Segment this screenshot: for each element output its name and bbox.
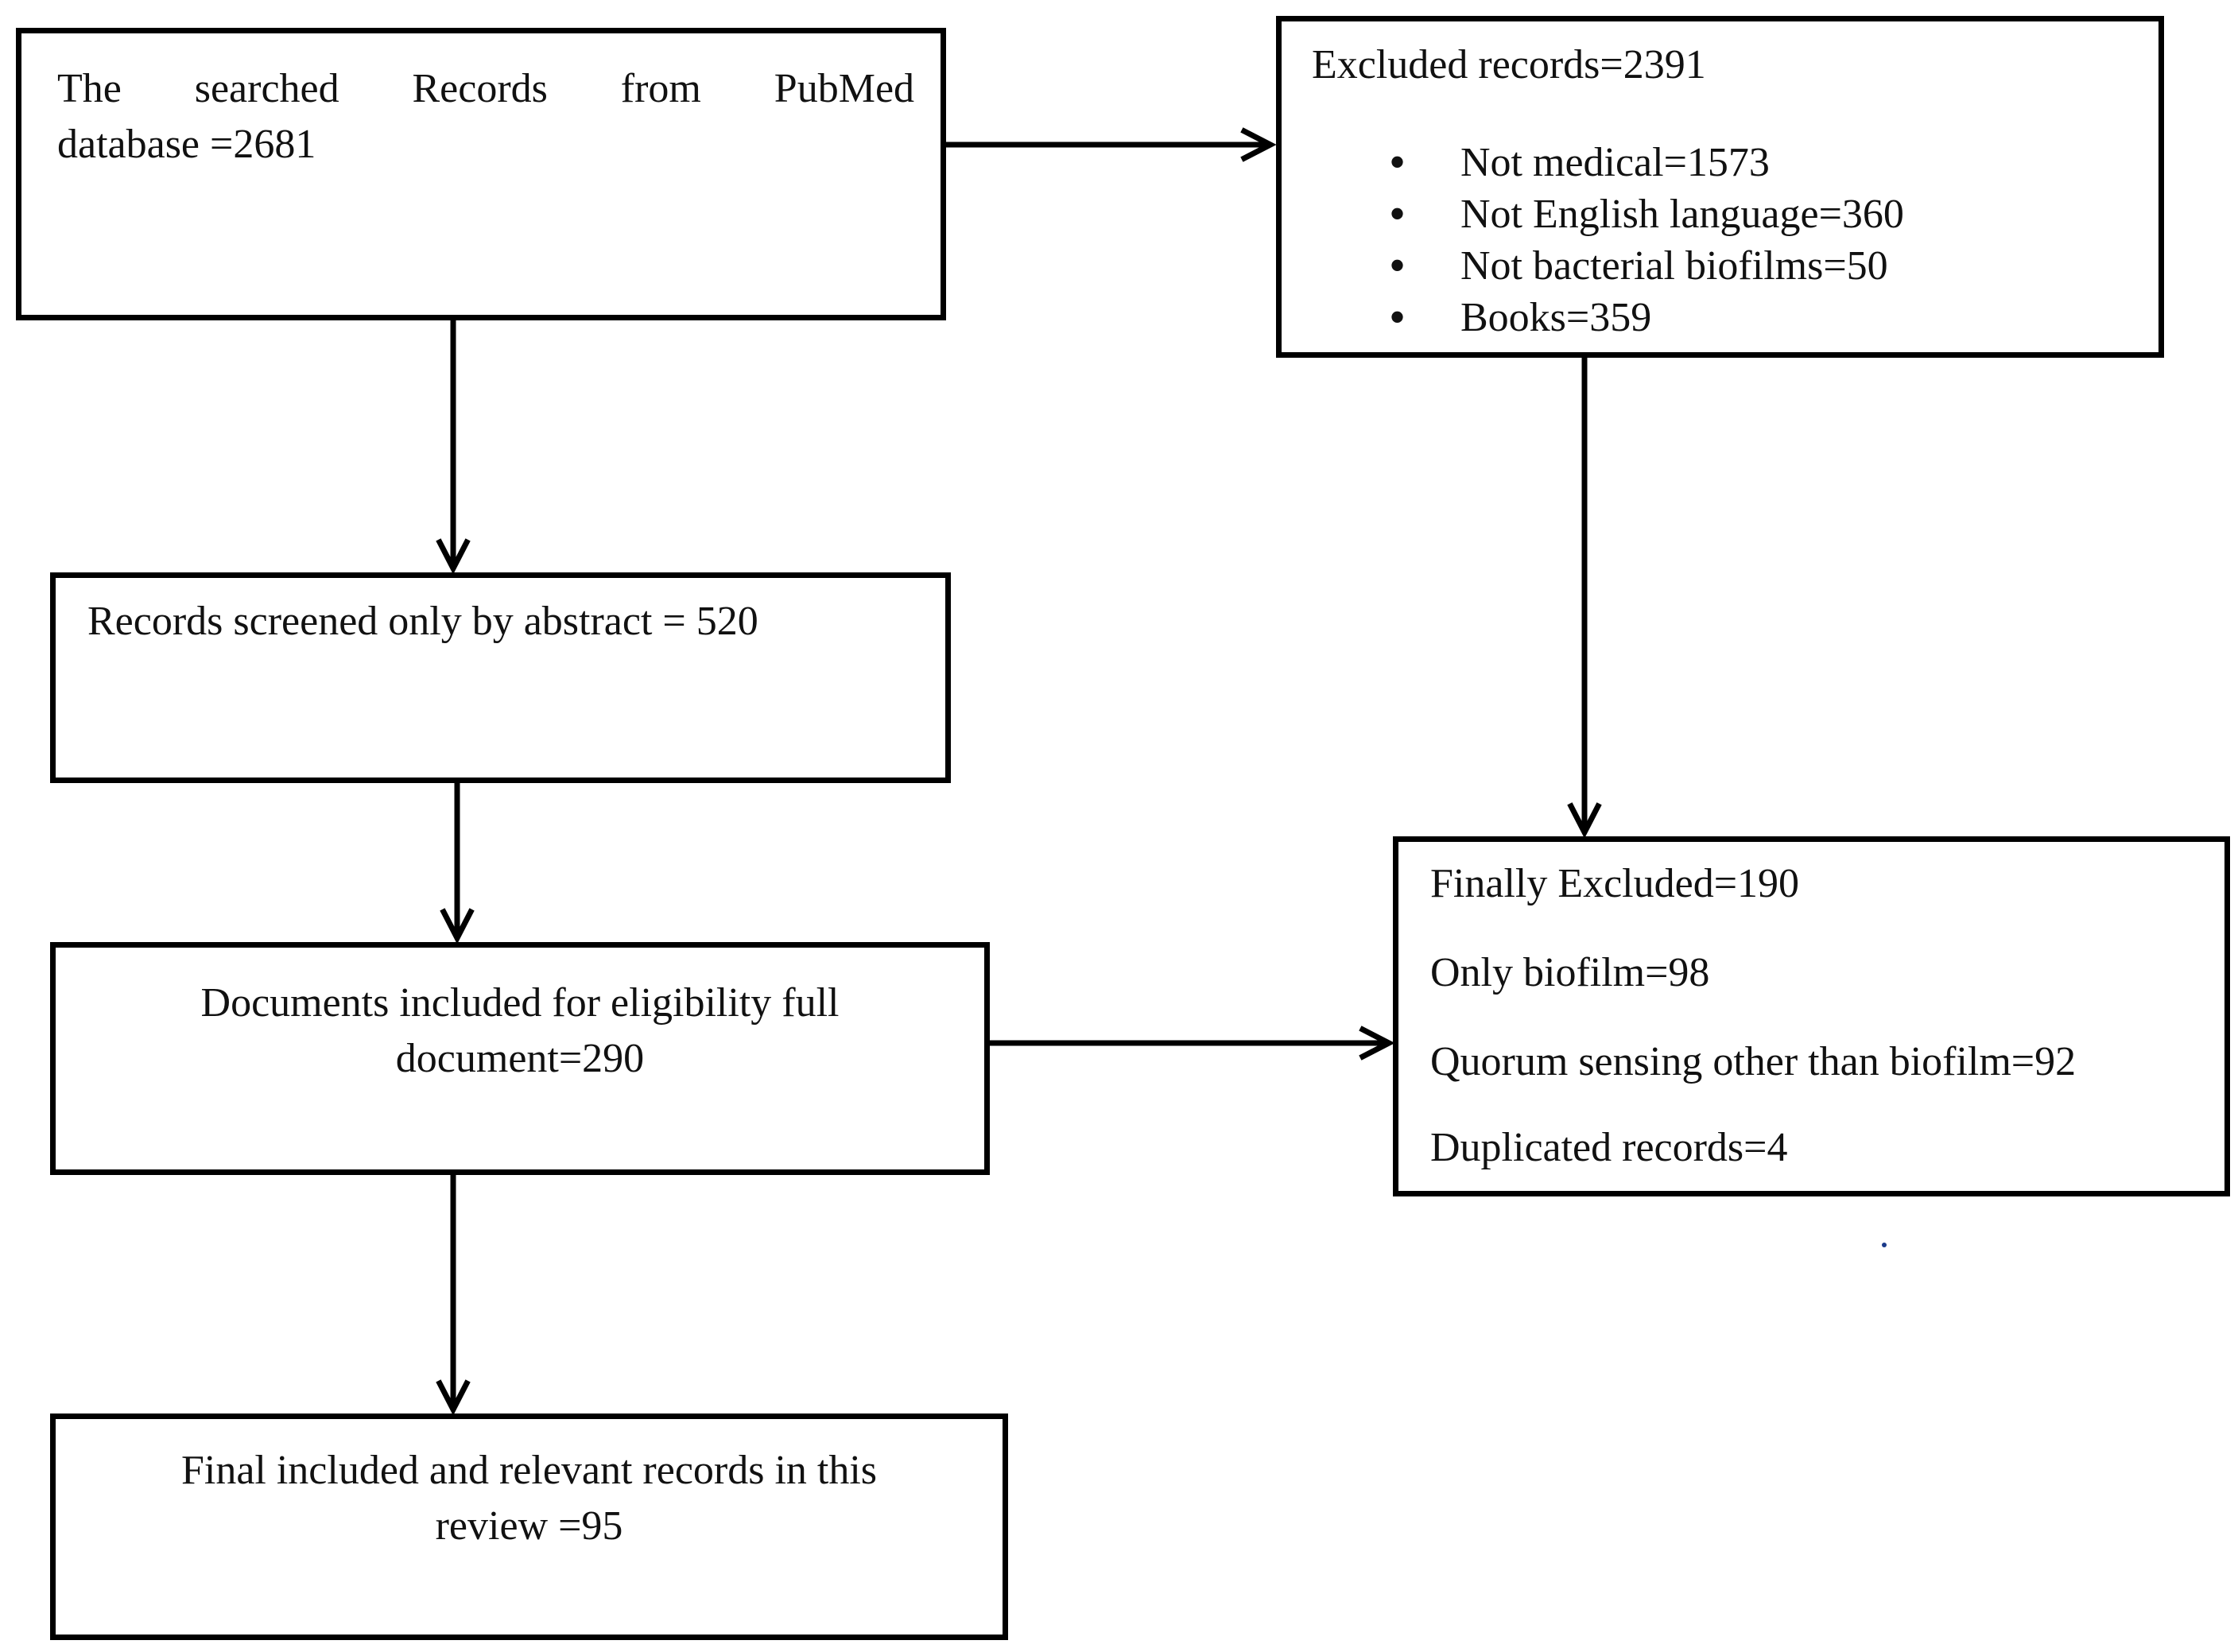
screened-records-box: Records screened only by abstract = 520 [50,572,951,783]
search-records-line1: The searched Records from PubMed [57,66,915,111]
finally-excluded-item: Duplicated records=4 [1430,1125,1788,1170]
eligibility-documents-box: Documents included for eligibility full … [50,942,990,1175]
excluded-records-box: Excluded records=2391 Not medical=1573 N… [1276,16,2164,358]
excluded-reason-item: Not bacterial biofilms=50 [1389,240,1904,292]
arrowhead-eligibility-to-finally-excluded [1359,1026,1395,1061]
excluded-reason-item: Books=359 [1389,292,1904,343]
finally-excluded-item: Only biofilm=98 [1430,950,1710,995]
arrowhead-screened-to-eligibility [440,908,475,944]
arrowhead-eligibility-to-included [436,1379,471,1416]
finally-excluded-item: Quorum sensing other than biofilm=92 [1430,1039,2077,1084]
finally-excluded-box: Finally Excluded=190 Only biofilm=98 Quo… [1393,836,2230,1196]
stray-dot [1882,1243,1887,1247]
final-included-box: Final included and relevant records in t… [50,1414,1008,1640]
eligibility-documents-line1: Documents included for eligibility full [200,980,840,1026]
search-records-box: The searched Records from PubMed databas… [16,28,946,320]
final-included-line2: review =95 [435,1503,623,1549]
arrowhead-excluded-to-finally-excluded [1567,802,1602,839]
excluded-reason-item: Not English language=360 [1389,188,1904,240]
finally-excluded-title: Finally Excluded=190 [1430,861,1800,906]
excluded-reasons-list: Not medical=1573 Not English language=36… [1389,137,1904,343]
final-included-line1: Final included and relevant records in t… [180,1448,878,1493]
excluded-reason-item: Not medical=1573 [1389,137,1904,188]
arrowhead-search-to-screened [436,538,471,575]
arrowhead-search-to-excluded [1240,127,1277,162]
eligibility-documents-line2: document=290 [395,1036,645,1081]
screened-records-text: Records screened only by abstract = 520 [87,599,758,644]
excluded-records-title: Excluded records=2391 [1312,42,1706,87]
search-records-line2: database =2681 [57,122,316,167]
